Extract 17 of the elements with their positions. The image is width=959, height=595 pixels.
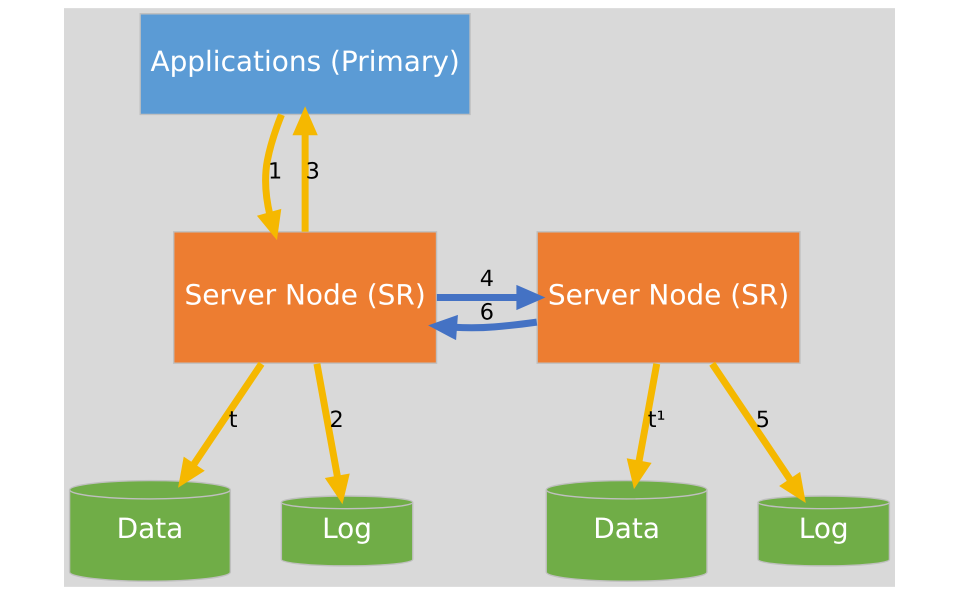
arrow (178, 362, 264, 488)
edge-label: 2 (329, 407, 344, 434)
arrow (436, 284, 546, 310)
arrow (626, 363, 660, 490)
arrow (313, 363, 350, 504)
arrow (292, 106, 318, 232)
edge-label: 6 (480, 300, 494, 326)
arrow (709, 362, 806, 503)
node-box: Server Node (SR) (173, 231, 438, 364)
edge-label: 4 (480, 266, 494, 292)
edge-label: 5 (756, 407, 770, 434)
node-box: Applications (Primary) (139, 13, 471, 116)
arrow (428, 314, 538, 340)
arrow (256, 113, 285, 240)
node-box: Server Node (SR) (536, 231, 801, 364)
edge-label: t (228, 407, 238, 434)
edge-label: 1 (268, 158, 282, 184)
